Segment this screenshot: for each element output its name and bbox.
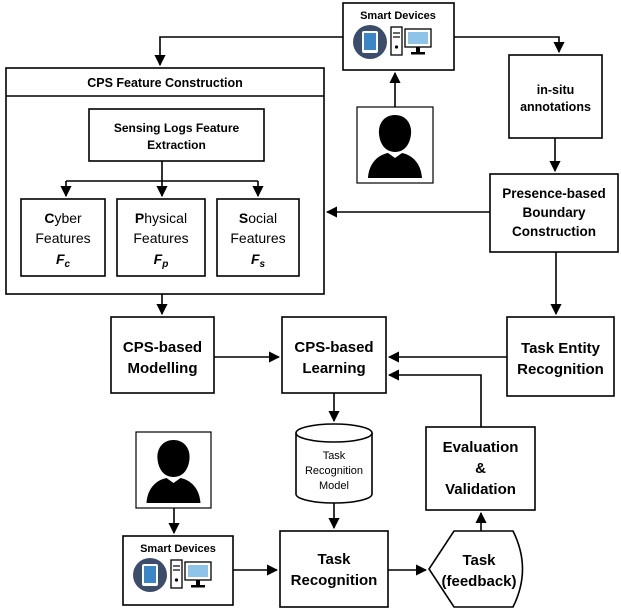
tablet-icon [353,25,387,59]
connectors [60,36,565,576]
svg-text:Fs: Fs [251,251,266,270]
svg-text:Social: Social [239,210,277,226]
desktop-computer-icon [170,559,212,589]
task-entity-recognition: Task Entity Recognition [506,316,615,397]
svg-text:Features: Features [230,230,285,246]
arrow-evaluation-to-learning [387,369,482,427]
smart-devices-top: Smart Devices [342,2,455,71]
svg-text:Features: Features [133,230,188,246]
svg-text:CPS-based: CPS-based [294,339,373,356]
in-situ-annotations: in-situ annotations [508,54,603,139]
svg-text:Cyber: Cyber [44,210,82,226]
svg-text:Recognition: Recognition [517,361,604,378]
svg-text:Sensing Logs Feature: Sensing Logs Feature [114,121,240,135]
svg-text:Learning: Learning [302,360,365,377]
svg-text:Task: Task [462,552,496,569]
svg-text:Physical: Physical [135,210,187,226]
task-recognition-model: Task Recognition Model [295,423,373,504]
tablet-icon [133,558,167,592]
svg-text:Task: Task [317,551,351,568]
svg-text:Task Entity: Task Entity [521,340,601,357]
task-recognition: Task Recognition [279,530,389,608]
smart-devices-top-label: Smart Devices [360,10,436,22]
social-features: Social Features Fs [216,198,300,277]
presence-based-boundary-construction: Presence-based Boundary Construction [489,173,619,253]
svg-text:Model: Model [319,480,349,492]
svg-text:Extraction: Extraction [147,138,206,152]
cps-based-learning: CPS-based Learning [281,316,387,394]
smart-devices-bottom-label: Smart Devices [140,543,216,555]
svg-text:Construction: Construction [512,224,596,239]
svg-text:Modelling: Modelling [128,360,198,377]
arrow-devices-to-feature-construction [154,36,343,67]
svg-text:in-situ: in-situ [537,83,575,97]
svg-text:Presence-based: Presence-based [502,186,606,201]
svg-text:Boundary: Boundary [522,205,585,220]
svg-text:CPS-based: CPS-based [123,339,202,356]
cps-based-modelling: CPS-based Modelling [110,316,215,394]
svg-text:Fp: Fp [154,251,169,270]
svg-text:(feedback): (feedback) [441,573,516,590]
cyber-features: Cyber Features Fc [20,198,106,277]
cps-feature-construction-title: CPS Feature Construction [87,76,243,90]
svg-text:Features: Features [35,230,90,246]
svg-text:Fc: Fc [56,251,71,270]
svg-text:Recognition: Recognition [291,572,378,589]
svg-text:Recognition: Recognition [305,465,363,477]
desktop-computer-icon [390,26,432,56]
svg-text:Validation: Validation [445,481,516,498]
sensing-logs-feature-extraction: Sensing Logs Feature Extraction [88,108,265,162]
svg-text:Evaluation: Evaluation [443,439,519,456]
task-feedback: Task (feedback) [428,530,524,608]
svg-text:Task: Task [323,450,346,462]
svg-text:&: & [475,460,486,477]
arrow-devices-to-annotations [454,36,565,54]
person-icon-bottom [135,431,212,509]
person-icon-top [356,106,434,184]
smart-devices-bottom: Smart Devices [122,535,234,606]
evaluation-validation: Evaluation & Validation [425,426,536,511]
svg-text:annotations: annotations [520,100,591,114]
physical-features: Physical Features Fp [116,198,206,277]
